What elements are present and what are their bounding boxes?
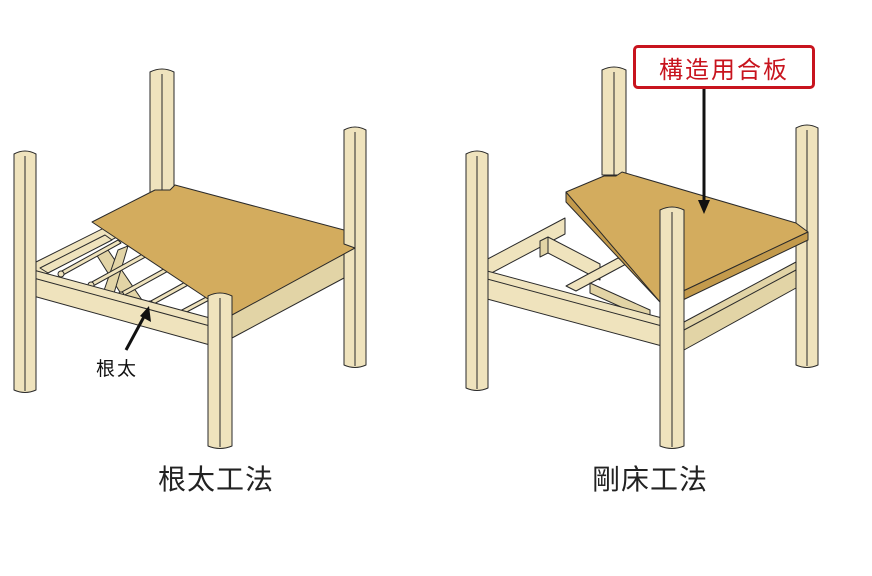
joist-method-illustration [13, 68, 367, 449]
post-front [659, 206, 685, 449]
post-right [795, 124, 819, 368]
post-front [207, 292, 233, 449]
rigid-floor-method-illustration [465, 66, 819, 449]
plywood-arrow [698, 89, 710, 214]
joist-arrow [124, 306, 151, 351]
post-left [13, 150, 37, 393]
plywood-board [91, 184, 356, 316]
structural-plywood [565, 171, 809, 311]
structural-plywood-callout: 構造用合板 [633, 45, 815, 89]
post-left [465, 150, 489, 391]
rigid-floor-method-caption: 剛床工法 [592, 463, 709, 496]
joist-method-caption: 根太工法 [158, 463, 275, 496]
post-back [149, 68, 175, 201]
joist-label: 根太 [96, 358, 139, 380]
post-right [343, 126, 367, 368]
post-back [601, 66, 627, 176]
